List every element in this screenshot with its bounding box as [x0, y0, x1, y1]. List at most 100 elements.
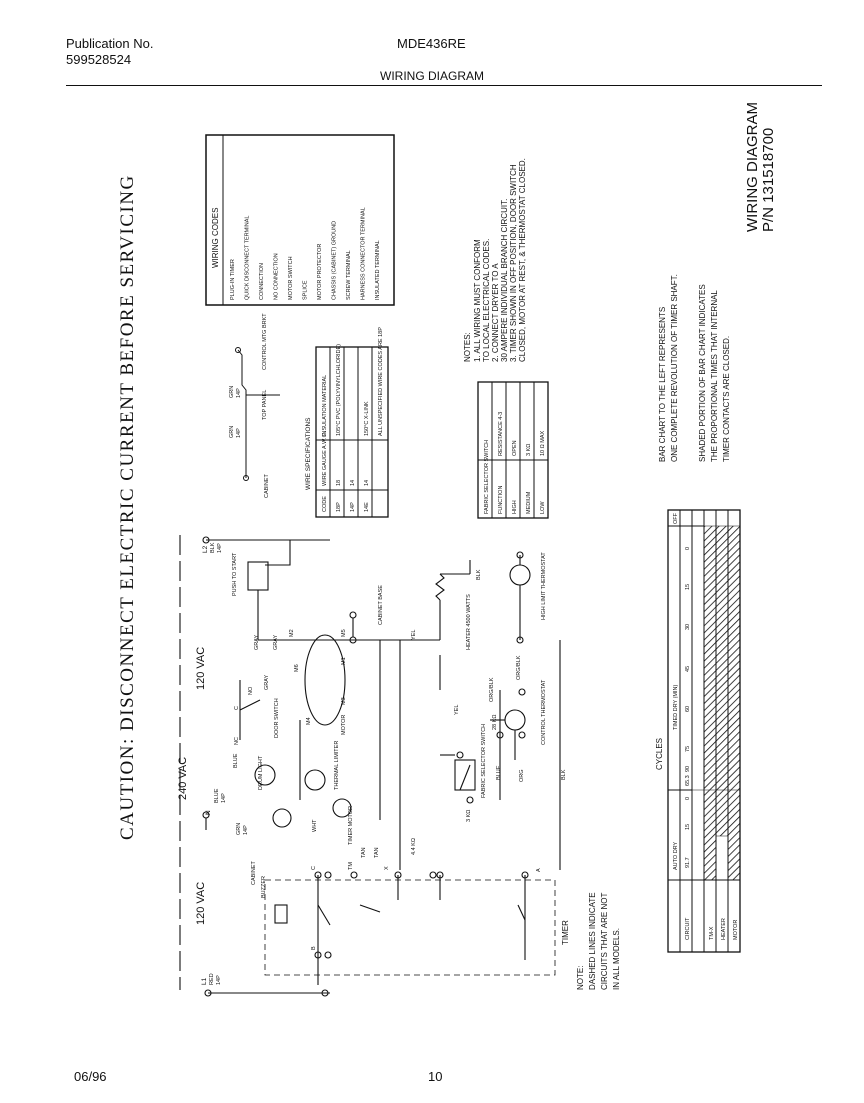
wire-blue-1: BLUE	[233, 753, 239, 768]
ground1-color: GRN	[229, 426, 235, 438]
ground-connections	[235, 347, 280, 481]
top-panel-label: TOP PANEL	[262, 390, 268, 420]
l1-awg: 14P	[216, 975, 222, 985]
high-limit-label: HIGH LIMIT THERMOSTAT	[541, 552, 547, 620]
term-tm: TM	[348, 862, 354, 870]
switch-c: C	[234, 706, 240, 710]
fabric-switch-resistance: 10 Ω MAX	[540, 430, 546, 456]
wire-spec-code: 14P	[350, 502, 356, 512]
wiring-code-item: MOTOR PROTECTOR	[317, 244, 323, 300]
diagram-part-number: P/N 131518700	[760, 128, 777, 232]
bar-note-line: TIMER CONTACTS ARE CLOSED.	[722, 336, 731, 462]
motor-label: MOTOR	[341, 715, 347, 735]
switch-nc: NC	[234, 737, 240, 745]
cycles-title: CYCLES	[655, 738, 664, 770]
model-number: MDE436RE	[397, 36, 466, 51]
wiring-code-item: CONNECTION	[259, 263, 265, 300]
thermal-limiter-label: THERMAL LIMITER	[334, 741, 340, 790]
grn-awg: 14P	[243, 825, 249, 835]
heater-label: HEATER 4500 WATTS	[466, 594, 472, 650]
wire-spec-title: WIRE SPECIFICATIONS	[305, 417, 312, 490]
cycle-circuit-label: MOTOR	[733, 920, 739, 940]
note-line: 2. CONNECT DRYER TO A	[491, 263, 500, 362]
wire-orgblk-1: ORG/BLK	[516, 655, 522, 680]
grn-label: GRN	[236, 823, 242, 835]
fabric-switch-function: HIGH	[512, 500, 518, 514]
n-label: N	[205, 810, 212, 815]
n-color: BLUE	[214, 788, 220, 803]
note-line: CLOSED, MOTOR AT REST, & THERMOSTAT CLOS…	[518, 158, 527, 362]
footer-date: 06/96	[74, 1069, 107, 1084]
control-mtg-label: CONTROL MTG BRKT	[262, 313, 268, 370]
wire-spec-gauge: 14	[364, 480, 370, 486]
fabric-switch-resistance: OPEN	[512, 440, 518, 456]
dashed-note-line: CIRCUITS THAT ARE NOT	[600, 893, 609, 990]
bar-note-line: SHADED PORTION OF BAR CHART INDICATES	[698, 284, 707, 462]
buzzer-label: BUZZER	[261, 876, 267, 898]
bar-motor	[727, 525, 741, 881]
auto-dry-header: AUTO DRY	[673, 841, 679, 870]
note-line: 1. ALL WIRING MUST CONFORM	[473, 239, 482, 362]
cycle-tick-label: 60	[685, 706, 691, 712]
cycle-circuit-label: TM-X	[709, 926, 715, 940]
wire-blk-2: BLK	[561, 769, 567, 780]
bar-note-line: THE PROPORTIONAL TIMES THAT INTERNAL	[710, 290, 719, 462]
v120-right: 120 VAC	[195, 647, 207, 690]
v240: 240 VAC	[177, 757, 189, 800]
wiring-codes-title: WIRING CODES	[211, 208, 220, 268]
publication-label: Publication No.	[66, 36, 154, 51]
ground2-color: GRN	[229, 386, 235, 398]
fabric-switch-function: MEDIUM	[526, 491, 532, 514]
cabinet-base-label: CABINET BASE	[378, 585, 384, 625]
l1-label: L1	[201, 977, 208, 985]
l1-color: RED	[209, 973, 215, 985]
bar-heater	[715, 525, 729, 837]
res-28: 28 KΩ	[492, 715, 498, 730]
timer-label: TIMER	[561, 920, 570, 945]
fabric-switch-function: LOW	[540, 501, 546, 514]
door-switch-label: DOOR SWITCH	[274, 698, 280, 738]
wire-spec-gauge: 14	[350, 480, 356, 486]
ground1-awg: 14P	[236, 428, 242, 438]
term-c: C	[311, 866, 317, 870]
fabric-switch-header: RESISTANCE 4-3	[498, 412, 504, 456]
note-line: 30 AMPERE INDIVIDUAL BRANCH CIRCUIT.	[500, 199, 509, 362]
wire-yel-1: YEL	[411, 630, 417, 640]
cycle-circuit-label: HEATER	[721, 918, 727, 940]
off-header: OFF	[673, 512, 679, 524]
wire-gray-1: GRAY	[254, 634, 260, 650]
note-line: 3. TIMER SHOWN IN OFF POSITION, DOOR SWI…	[509, 164, 518, 362]
wire-spec-insulation: 105°C PVC (POLYVINYLCHLORIDE)	[336, 344, 342, 436]
res-44: 4.4 KΩ	[411, 838, 417, 855]
cycle-tick-label: 30	[685, 624, 691, 630]
wiring-code-item: NO CONNECTION	[274, 253, 280, 300]
l2-awg: 14P	[217, 543, 223, 553]
drum-light-label: DRUM LIGHT	[258, 755, 264, 790]
wiring-code-item: MOTOR SWITCH	[288, 256, 294, 300]
ground2-awg: 14P	[236, 388, 242, 398]
wire-gray-3: GRAY	[273, 634, 279, 650]
bar-tmx	[703, 525, 717, 881]
caution-text: CAUTION: DISCONNECT ELECTRIC CURRENT BEF…	[117, 174, 138, 840]
v120-left: 120 VAC	[195, 882, 207, 925]
fabric-selector-label: FABRIC SELECTOR SWITCH	[481, 724, 487, 798]
wire-blue-2: BLUE	[496, 765, 502, 780]
section-title: WIRING DIAGRAM	[380, 69, 484, 83]
l2-label: L2	[202, 545, 209, 553]
circuit-header: CIRCUIT	[685, 917, 691, 940]
ground-cabinet-label: CABINET	[264, 474, 270, 498]
wire-spec-header: WIRE GAUGE A.W.G.	[322, 431, 328, 486]
bar-note-line: BAR CHART TO THE LEFT REPRESENTS	[658, 307, 667, 462]
cabinet-label: CABINET	[251, 861, 257, 885]
cycle-tick-label: 15	[685, 584, 691, 590]
header-rule	[66, 85, 822, 86]
dashed-note-line: DASHED LINES INDICATE	[588, 892, 597, 990]
cycle-tick-label: 65.3	[685, 775, 691, 786]
diagram-title: WIRING DIAGRAM	[744, 102, 761, 232]
wiring-code-item: INSULATED TERMINAL	[375, 240, 381, 300]
cycle-tick-label: 0	[685, 797, 691, 800]
wire-spec-insulation: 150°C X-LINK	[364, 401, 370, 436]
wire-gray-2: GRAY	[264, 674, 270, 690]
